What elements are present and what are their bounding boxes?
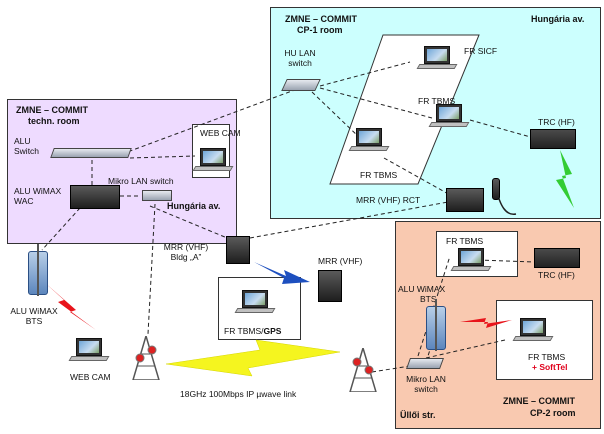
mikro-lan-cp2-label-2: switch xyxy=(414,384,438,394)
microwave-tower-left-icon xyxy=(131,333,161,381)
mrr-rct-radio-icon xyxy=(446,188,484,212)
dashed-links xyxy=(41,61,537,373)
alu-bts-cp2-label-1: ALU WiMAX xyxy=(398,284,446,294)
mikro-lan-tech-label: Mikro LAN switch xyxy=(108,176,174,186)
web-cam-tech-label: WEB CAM xyxy=(200,128,241,138)
link-hu-lan-sicf xyxy=(319,61,411,87)
link-hu-lan-tbms-a xyxy=(319,87,433,119)
link-mrr-rct xyxy=(249,201,449,239)
alu-bts-cp2-icon xyxy=(426,299,446,351)
mikro-lan-tech-icon xyxy=(142,190,172,201)
link-tbms-trc-cp2 xyxy=(477,259,537,263)
alu-wac-label-1: ALU WiMAX xyxy=(14,186,62,196)
fr-tbms-cp1-b-label: FR TBMS xyxy=(360,170,398,180)
fr-tbms-cp1-a-laptop-icon xyxy=(428,104,470,130)
hu-lan-switch-icon xyxy=(281,79,321,91)
fr-tbms-softtel-laptop-icon xyxy=(512,318,554,344)
zone-tech-room-label: techn. room xyxy=(28,116,80,126)
web-cam-left-laptop-icon xyxy=(68,338,110,364)
alu-bts-left-label-2: BTS xyxy=(25,316,43,326)
microwave-tower-right-icon xyxy=(348,345,378,393)
link-mikro-mrr xyxy=(149,205,233,241)
mikro-lan-cp2-label-1: Mikro LAN xyxy=(406,374,446,384)
link-wac-bts xyxy=(41,207,81,251)
mrr-bldg-radio-icon xyxy=(226,236,250,264)
alu-bts-left-label-1: ALU WiMAX xyxy=(10,306,58,316)
vhf-link xyxy=(254,262,310,284)
microwave-link xyxy=(165,339,341,377)
web-cam-tech-laptop-icon xyxy=(192,148,234,174)
fr-tbms-gps-label: FR TBMS/GPS xyxy=(224,326,281,336)
alu-wac-device-icon xyxy=(70,185,120,209)
zone-cp1-title: ZMNE – COMMIT xyxy=(285,14,357,24)
fr-sicf-label: FR SICF xyxy=(464,46,498,56)
fr-tbms-gps-laptop-icon xyxy=(234,290,276,316)
alu-wac-label-2: WAC xyxy=(14,196,34,206)
zone-cp1-street: Hungária av. xyxy=(531,14,585,24)
fr-tbms-cp1-b-laptop-icon xyxy=(348,128,390,154)
alu-switch-label-2: Switch xyxy=(14,146,40,156)
link-mikro-tower xyxy=(147,203,156,335)
mikro-lan-cp2-icon xyxy=(405,358,445,369)
zone-tech-street: Hungária av. xyxy=(167,201,221,211)
link-tbms-rct xyxy=(383,157,453,197)
fr-tbms-cp2-top-laptop-icon xyxy=(450,248,492,274)
fr-sicf-laptop-icon xyxy=(416,46,458,72)
alu-bts-left-icon xyxy=(28,244,48,296)
mrr-rct-label: MRR (VHF) RCT xyxy=(356,195,421,205)
link-alu-switch-hu-lan xyxy=(121,87,301,155)
mrr-field-radio-icon xyxy=(318,270,342,302)
web-cam-left-label: WEB CAM xyxy=(70,372,111,382)
link-tbms-trc xyxy=(469,119,535,139)
zone-tech-title: ZMNE – COMMIT xyxy=(16,105,88,115)
hu-lan-switch-label-1: HU LAN xyxy=(284,48,316,58)
fr-tbms-softtel-label-1: FR TBMS xyxy=(528,352,566,362)
hf-link xyxy=(556,150,574,208)
alu-bts-cp2-label-2: BTS xyxy=(420,294,437,304)
trc-cp2-radio-icon xyxy=(534,248,580,268)
alu-switch-label-1: ALU xyxy=(14,136,31,146)
mrr-bldg-label-1: MRR (VHF) xyxy=(163,242,209,252)
trc-cp2-label: TRC (HF) xyxy=(538,270,575,280)
zone-cp2-street: Üllői str. xyxy=(400,410,436,420)
alu-switch-icon xyxy=(50,148,132,158)
mrr-field-label: MRR (VHF) xyxy=(318,256,363,266)
fr-tbms-gps-label-main: FR TBMS/ xyxy=(224,326,264,336)
fr-tbms-cp2-top-label: FR TBMS xyxy=(446,236,484,246)
zone-cp2-title: ZMNE – COMMIT xyxy=(503,396,575,406)
microwave-link-label: 18GHz 100Mbps IP µwave link xyxy=(180,389,297,399)
link-switch-webcam xyxy=(129,155,196,159)
trc-cp1-radio-icon xyxy=(530,129,576,149)
fr-tbms-cp1-a-label: FR TBMS xyxy=(418,96,456,106)
zone-cp2-room-label: CP-2 room xyxy=(530,408,576,418)
mrr-bldg-label-2: Bldg „A” xyxy=(170,252,202,262)
fr-tbms-softtel-label-2: + SoftTel xyxy=(532,362,568,372)
zone-cp1-room-label: CP-1 room xyxy=(297,25,343,35)
hu-lan-switch-label-2: switch xyxy=(288,58,312,68)
wimax-link-cp2 xyxy=(460,318,512,328)
fr-tbms-gps-label-suffix: GPS xyxy=(263,326,282,336)
handset-icon xyxy=(492,178,500,200)
trc-cp1-label: TRC (HF) xyxy=(538,117,575,127)
wimax-link-left xyxy=(44,282,96,330)
